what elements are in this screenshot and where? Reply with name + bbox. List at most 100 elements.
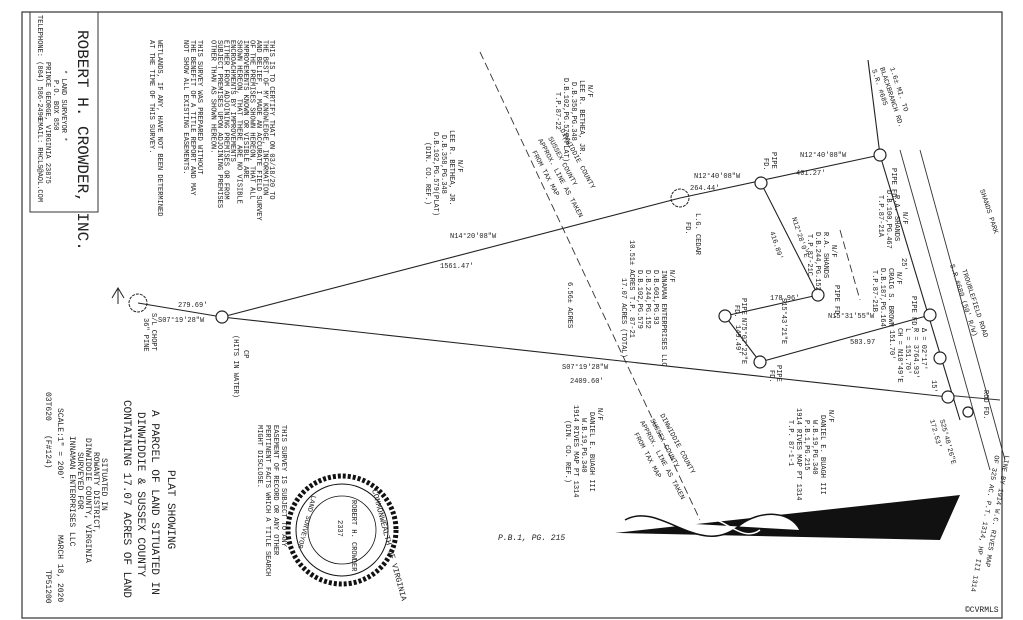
- subject-note-line: EASEMENT OF RECORD OR ANY OTHER: [271, 425, 279, 556]
- pipe-marker: [923, 308, 937, 322]
- pine-label-2: 36" PINE: [141, 318, 149, 352]
- subject-note-line: MIGHT DISCLOSE.: [255, 425, 263, 488]
- lee1-db2: D.B.102,PG.579(PLAT): [561, 78, 569, 162]
- notes-line: NOT SHOW ALL EXISTING EASEMENTS.: [181, 40, 189, 174]
- ra-nf: N/F: [900, 212, 908, 225]
- rod-fd-label: ROD FD.: [981, 390, 989, 419]
- south-bearing: S07°19'28"W: [562, 363, 609, 372]
- pipe-fd-label: PIPE FD.: [889, 168, 897, 202]
- bearing-2: S15°43'21"E: [779, 298, 788, 344]
- certification-block: THIS IS TO CERTIFY THAT ON 03/18/20 TOTH…: [209, 40, 276, 221]
- daniel2-wb: W.B.19,PG.340: [579, 418, 587, 473]
- shands2-name: R.A. SHANDS: [821, 232, 829, 278]
- plat-line1: A PARCEL OF LAND SITUATED IN: [148, 410, 160, 595]
- ra-name: R.A. SHANDS: [892, 195, 900, 241]
- pipe-marker: [811, 288, 825, 302]
- subject-note-line: PERTINENT FACTS WHICH A TITLE SEARCH: [263, 425, 271, 576]
- offset-25: 25': [899, 258, 907, 271]
- plat-book: (F#124): [43, 435, 52, 469]
- plat-tp: TP51200: [43, 570, 52, 604]
- daniel1-wb: W.B.19,PG.340: [810, 420, 818, 475]
- cp-label: CP: [241, 350, 249, 358]
- north2-bearing: N12°40'08"W: [800, 151, 847, 160]
- curve-radius: R = 3764.93': [911, 328, 919, 378]
- innaman-db2: D.B.244,PG.152: [643, 270, 651, 329]
- pipe-marker: [933, 351, 947, 365]
- certification-line: THIS IS TO CERTIFY THAT ON 03/18/20 TO: [267, 40, 275, 200]
- company-pobox: P.O. BOX 850: [51, 80, 59, 130]
- plat-book-label: P.B.1, PG. 215: [498, 534, 565, 543]
- company-role: * LAND SURVEYOR *: [59, 70, 67, 141]
- title-block: ROBERT H. CROWDER, INC. * LAND SURVEYOR …: [29, 11, 99, 251]
- notes-line: THE BENEFIT OF A TITLE REPORT AND MAY: [188, 40, 196, 196]
- acres-small: 6.56± ACRES: [565, 282, 573, 328]
- company-email: EMAIL: RHCLS@AOL.COM: [35, 118, 43, 202]
- lee2-nf: N/F: [455, 160, 463, 173]
- certification-line: THE BEST OF MY KNOWLEDGE, INFORMATION: [261, 40, 269, 195]
- daniel1-pb: P.B.1,PG.215: [802, 420, 810, 470]
- pine-label: S/L CHOPT: [149, 313, 157, 351]
- curve-length: L = 151.70': [903, 328, 911, 374]
- certification-line: IMPROVEMENTS KNOWN OR VISIBLE ARE: [241, 40, 249, 179]
- cedar-label: L.G. CEDAR: [693, 213, 701, 256]
- plat-line2: DINWIDDIE & SUSSEX COUNTY: [134, 412, 146, 577]
- daniel2-map: 1914 RIVES MAP PT 1314: [571, 405, 579, 497]
- daniel2-ref: (DIN. CO. REF.): [563, 420, 571, 483]
- south-distance: 2409.60': [570, 378, 604, 386]
- lee2-db: D.B.358,PG.348: [439, 135, 447, 194]
- innaman-nf: N/F: [667, 270, 675, 283]
- seal-ring-bottom: LAND SURVEYOR: [295, 494, 317, 550]
- curve-delta: Δ = 02°17': [919, 328, 928, 370]
- pipe-label-2: PIPE: [739, 298, 747, 315]
- segment-distance: 264.44': [690, 185, 719, 193]
- notes-line: THIS SURVEY WAS PREPARED WITHOUT: [195, 40, 203, 174]
- ra-tp: T.P.87-21A: [876, 195, 884, 238]
- pipe-marker: [873, 148, 887, 162]
- plat-heading: PLAT SHOWING: [164, 470, 176, 549]
- acres-17: 17.07 ACRES (TOTAL): [619, 278, 627, 358]
- company-name: ROBERT H. CROWDER, INC.: [73, 30, 91, 251]
- pipe-marker: [718, 309, 732, 323]
- certification-line: AND BELIEF, I MADE AN ACCURATE FIELD SUR…: [254, 40, 262, 221]
- plat-surveyed-for: SURVEYED FOR: [75, 452, 84, 510]
- pipe-fd-label-2: PIPE FD.: [832, 285, 840, 319]
- craig-db: D.B.187,PG.164: [878, 268, 886, 327]
- tree-symbols: [111, 188, 690, 313]
- plat-client: INNAMAN ENTERPRISES LLC: [67, 436, 76, 547]
- lee1-name: LEE R. BETHEA, JR.: [577, 80, 585, 156]
- north-bearing: N14°20'08"W: [450, 232, 497, 241]
- daniel1-tp: T.P. 87-1-1: [786, 420, 794, 466]
- lee2-ref: (DIN. CO. REF.): [423, 142, 431, 205]
- shands2-db: D.B.244,PG.152: [813, 232, 821, 291]
- lee1-db: D.B.358,PG.348: [569, 82, 577, 141]
- bearing-1-dist: 416.89': [767, 230, 784, 260]
- daniel1-map: 1914 RIVES MAP PT 1314: [794, 408, 802, 500]
- bearing-2-dist: 178.96': [770, 295, 799, 303]
- plat-job: 03T620: [43, 392, 52, 421]
- pipe-label-3: PIPE: [774, 365, 782, 382]
- bearing-3-dist: 583.97: [850, 339, 875, 347]
- cp-marker: [215, 310, 229, 324]
- certification-line: SHOWN HEREON, THAT THERE ARE NO VISIBLE: [235, 40, 243, 204]
- pipe-fd-label-3: PIPE FD.: [909, 296, 917, 330]
- innaman-db3: D.B.102,PG.579: [635, 270, 643, 329]
- plat-situated: SITUATED IN: [99, 458, 108, 511]
- cedar-fd: FD.: [683, 222, 691, 235]
- plat-line3: CONTAINING 17.07 ACRES OF LAND: [120, 400, 132, 598]
- plat-scale: SCALE:1" = 200': [55, 408, 64, 480]
- shands2-tp: T.P.87-21C: [805, 234, 813, 276]
- north-distance: 1561.47': [440, 263, 474, 271]
- rod-marker: [962, 406, 974, 418]
- wetlands-line: AT THE TIME OF THIS SURVEY.: [147, 40, 155, 153]
- pipe-marker: [754, 176, 768, 190]
- craig-tp: T.P.87-21B: [870, 270, 878, 312]
- plat-district: ROWANTY DISTRICT,: [91, 452, 100, 534]
- shands-park: SHANDS PARK: [977, 188, 999, 235]
- lee2-db2: D.B.102,PG.579(PLAT): [431, 132, 439, 216]
- pipe-marker: [753, 355, 767, 369]
- fd-label-3: FD.: [767, 370, 775, 383]
- offset-15: 15': [929, 380, 937, 393]
- company-telephone: TELEPHONE: (804) 586-2490: [35, 15, 43, 120]
- acres-total: 10.51± ACRES: [627, 240, 635, 290]
